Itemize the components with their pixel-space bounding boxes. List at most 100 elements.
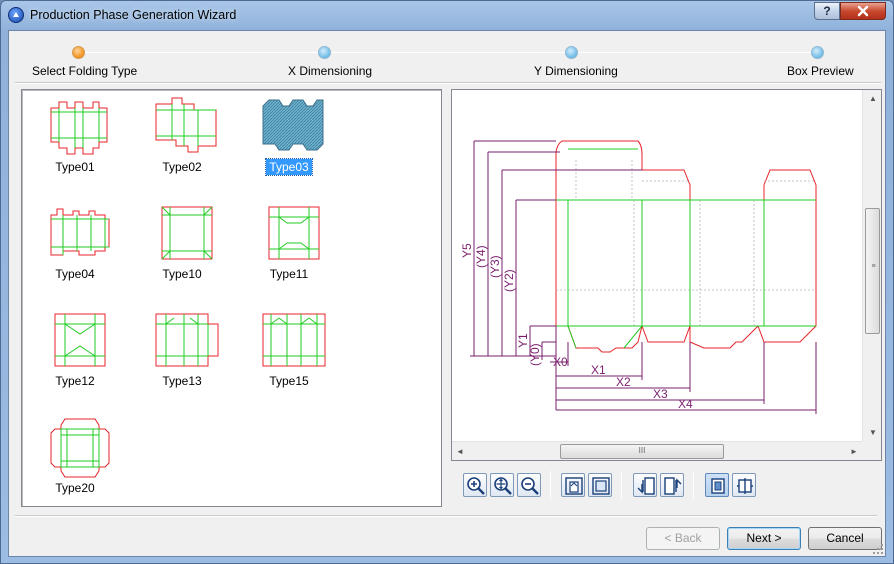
- type-label: Type12: [55, 374, 95, 388]
- grip-icon: III: [638, 446, 646, 455]
- close-icon: [857, 5, 869, 17]
- zoom-in-icon: [467, 477, 485, 495]
- box-thumbnail-icon: [161, 206, 213, 260]
- mirror-left-button[interactable]: [633, 473, 657, 497]
- step-label-x-dimensioning: X Dimensioning: [288, 64, 373, 78]
- outside-view-button[interactable]: [732, 473, 756, 497]
- inside-view-icon: [711, 478, 725, 494]
- vertical-scroll-thumb[interactable]: ≡: [865, 208, 880, 334]
- view-frame-button[interactable]: [588, 473, 612, 497]
- type-label: Type13: [162, 374, 202, 388]
- folding-type-item[interactable]: Type12: [30, 310, 120, 394]
- vertical-scrollbar[interactable]: ▲ ≡ ▼: [862, 90, 881, 441]
- box-thumbnail-icon: [155, 313, 219, 367]
- zoom-out-icon: [521, 477, 539, 495]
- step-label-box-preview: Box Preview: [787, 64, 854, 78]
- folding-type-item[interactable]: Type10: [137, 203, 227, 287]
- type-label: Type03: [265, 158, 313, 176]
- type-label: Type02: [162, 160, 202, 174]
- wizard-steps: Select Folding Type X Dimensioning Y Dim…: [9, 31, 887, 83]
- dim-label-x3: X3: [653, 387, 668, 401]
- grip-icon: ≡: [871, 263, 876, 270]
- box-preview-pane: Y5 (Y4) (Y3) (Y2) Y1 (Y0): [451, 89, 882, 461]
- step-connector: [85, 52, 318, 53]
- view-dimensions-button[interactable]: [561, 473, 585, 497]
- step-dot-y-dimensioning: [565, 46, 578, 59]
- horizontal-scroll-thumb[interactable]: III: [560, 444, 724, 459]
- box-thumbnail-icon: [268, 206, 320, 260]
- folding-type-item[interactable]: Type04: [30, 203, 120, 287]
- dim-label-y3: (Y3): [488, 255, 502, 278]
- toolbar-separator: [693, 471, 694, 499]
- toolbar-separator: [550, 471, 551, 499]
- frame-icon: [592, 477, 610, 495]
- type-label: Type04: [55, 267, 95, 281]
- zoom-extents-button[interactable]: [490, 473, 514, 497]
- folding-type-item[interactable]: Type11: [244, 203, 334, 287]
- dim-label-y2: (Y2): [502, 269, 516, 292]
- zoom-extents-icon: [494, 477, 512, 495]
- next-button[interactable]: Next >: [727, 527, 801, 550]
- box-thumbnail-icon: [262, 99, 324, 151]
- dim-label-x0: X0: [553, 355, 568, 369]
- box-thumbnail-icon: [50, 101, 108, 155]
- scrollbar-corner: [862, 441, 881, 460]
- scroll-right-icon[interactable]: ►: [850, 447, 858, 456]
- app-icon: [8, 7, 24, 23]
- step-dot-x-dimensioning: [318, 46, 331, 59]
- step-dot-select-folding-type: [72, 46, 85, 59]
- mirror-right-button[interactable]: [660, 473, 684, 497]
- type-label: Type20: [55, 481, 95, 495]
- box-thumbnail-icon: [50, 418, 110, 478]
- close-button[interactable]: [840, 2, 886, 20]
- inside-view-button[interactable]: [705, 473, 729, 497]
- footer-divider: [15, 515, 877, 517]
- step-label-select-folding-type: Select Folding Type: [32, 64, 138, 78]
- cancel-button[interactable]: Cancel: [808, 527, 882, 550]
- outside-view-icon: [737, 478, 753, 494]
- toolbar-separator: [621, 471, 622, 499]
- box-thumbnail-icon: [155, 97, 217, 153]
- box-thumbnail-icon: [54, 313, 106, 367]
- back-button[interactable]: < Back: [646, 527, 720, 550]
- scroll-left-icon[interactable]: ◄: [456, 447, 464, 456]
- type-label: Type10: [162, 267, 202, 281]
- wizard-client-area: Select Folding Type X Dimensioning Y Dim…: [8, 30, 886, 557]
- title-bar[interactable]: Production Phase Generation Wizard ?: [1, 1, 893, 29]
- zoom-out-button[interactable]: [517, 473, 541, 497]
- resize-grip-icon[interactable]: [872, 543, 884, 555]
- folding-type-item[interactable]: Type01: [30, 96, 120, 180]
- step-dot-box-preview: [811, 46, 824, 59]
- folding-type-item[interactable]: Type03: [244, 96, 334, 180]
- zoom-in-button[interactable]: [463, 473, 487, 497]
- type-label: Type15: [269, 374, 309, 388]
- folding-type-item[interactable]: Type13: [137, 310, 227, 394]
- folding-type-item[interactable]: Type02: [137, 96, 227, 180]
- mirror-right-icon: [664, 477, 682, 495]
- step-label-y-dimensioning: Y Dimensioning: [534, 64, 618, 78]
- horizontal-scrollbar[interactable]: ◄ III ►: [452, 441, 862, 460]
- box-preview-canvas[interactable]: Y5 (Y4) (Y3) (Y2) Y1 (Y0): [452, 90, 862, 441]
- help-button[interactable]: ?: [814, 2, 840, 20]
- box-thumbnail-icon: [50, 208, 110, 256]
- folding-type-item[interactable]: Type20: [30, 417, 120, 501]
- dim-label-y4: (Y4): [474, 245, 488, 268]
- dim-label-x4: X4: [678, 397, 693, 411]
- dim-label-y0: (Y0): [528, 343, 542, 366]
- folding-type-item[interactable]: Type15: [244, 310, 334, 394]
- dim-label-y1: Y1: [516, 333, 530, 348]
- step-connector: [332, 52, 565, 53]
- scroll-up-icon[interactable]: ▲: [869, 94, 877, 103]
- dim-label-y5: Y5: [460, 243, 474, 258]
- folding-type-list[interactable]: Type01 Type02: [21, 89, 442, 507]
- mirror-left-icon: [637, 477, 655, 495]
- header-divider: [15, 82, 881, 84]
- type-label: Type01: [55, 160, 95, 174]
- scroll-down-icon[interactable]: ▼: [869, 428, 877, 437]
- type-label: Type11: [269, 267, 309, 281]
- dim-label-x2: X2: [616, 375, 631, 389]
- step-connector: [579, 52, 811, 53]
- dimension-frame-icon: [565, 477, 583, 495]
- window-title: Production Phase Generation Wizard: [30, 8, 237, 22]
